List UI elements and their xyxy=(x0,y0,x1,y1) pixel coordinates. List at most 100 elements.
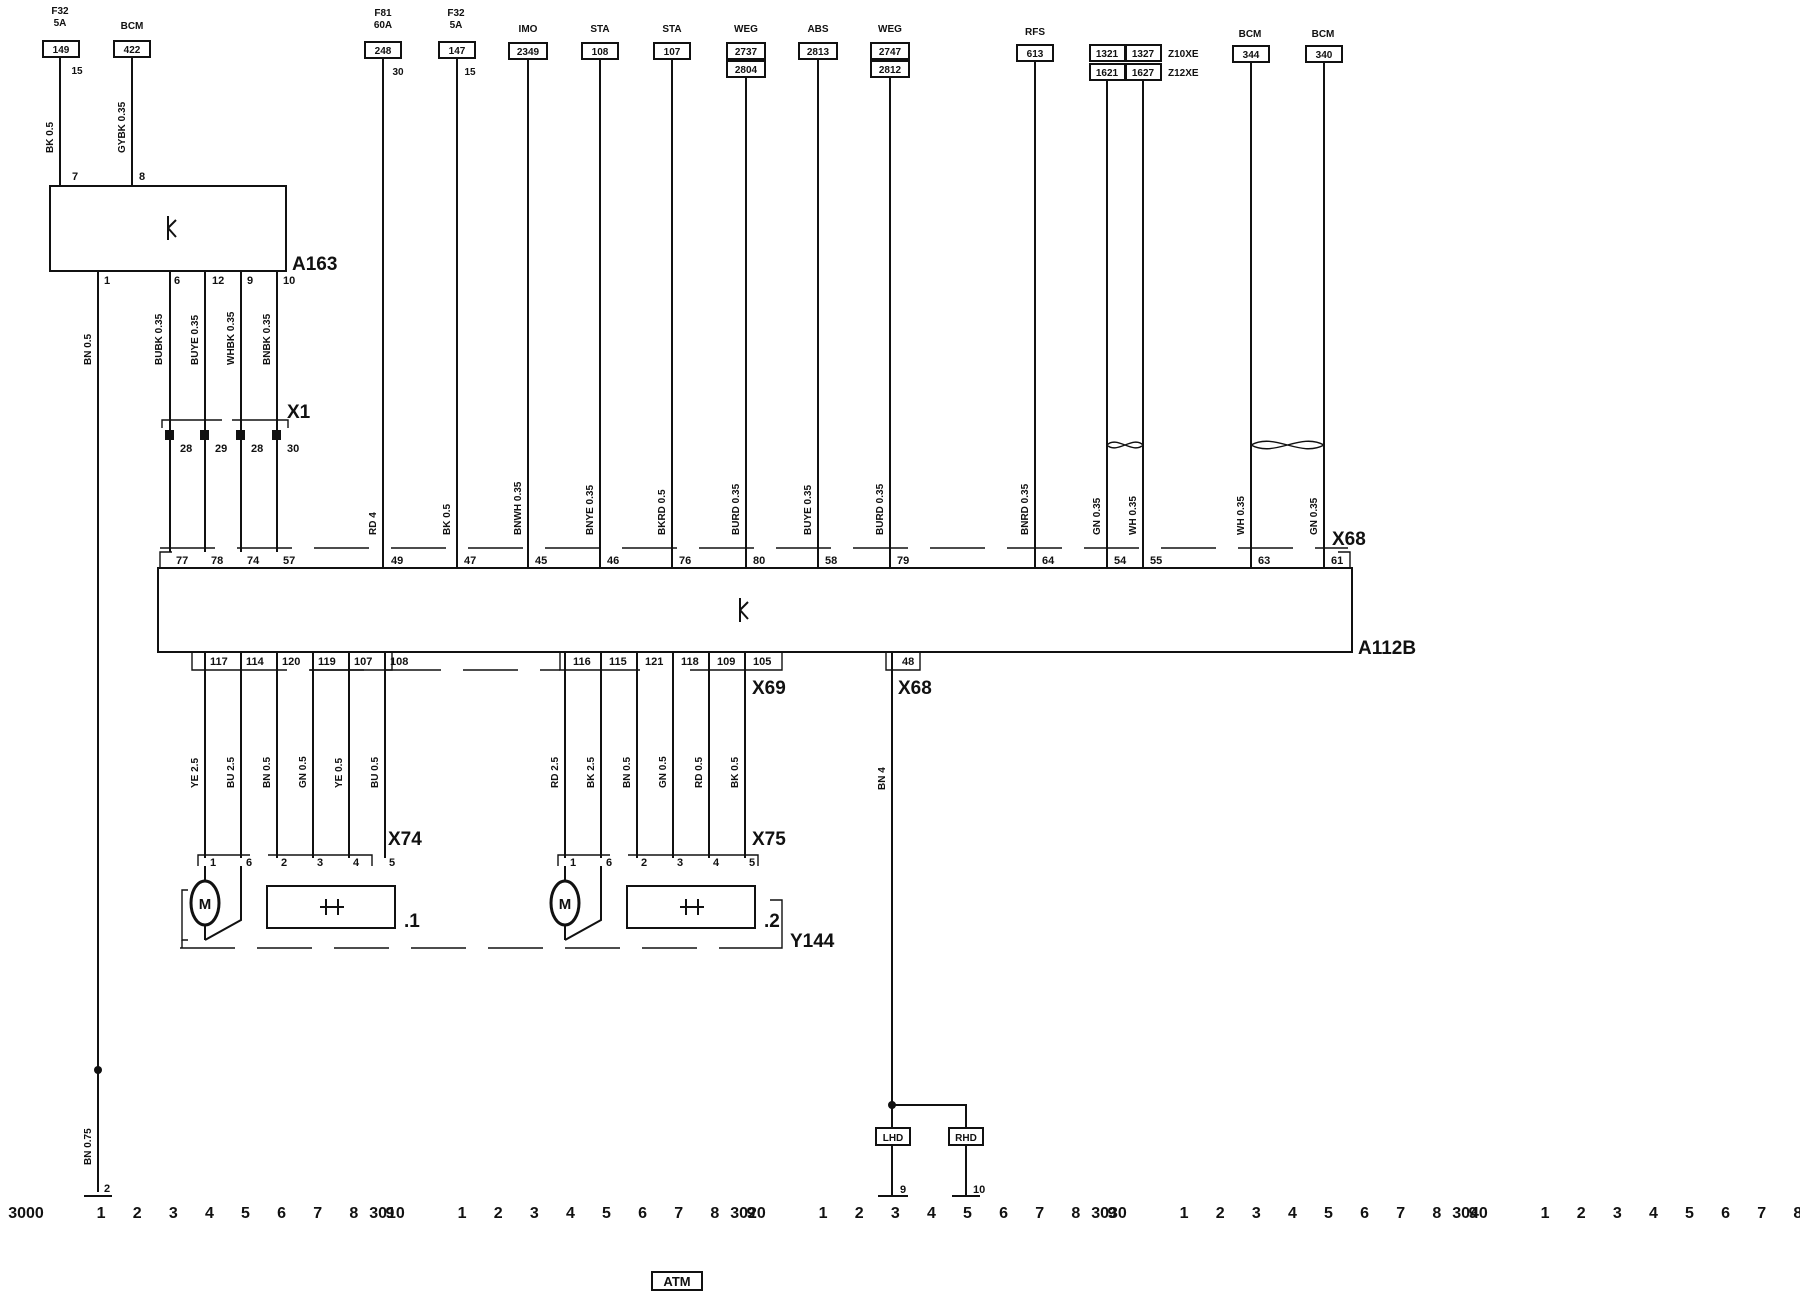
ref-box-number: 107 xyxy=(664,47,681,58)
motor-return-wire xyxy=(564,866,602,941)
motor-icon xyxy=(189,879,221,927)
ref-box-number: 248 xyxy=(375,46,392,57)
ref-box-number: 2804 xyxy=(735,65,758,76)
grid-axis-label: 6 xyxy=(1360,1205,1369,1222)
atm-label: ATM xyxy=(663,1274,690,1289)
pin-label: 114 xyxy=(246,656,265,668)
pin-label: 6 xyxy=(606,857,612,869)
ref-label: STA xyxy=(590,24,609,35)
a112b-label: A112B xyxy=(1358,638,1416,659)
ref-sta-108: STA 108 xyxy=(581,24,619,60)
ref-box-number: 2812 xyxy=(879,65,902,76)
ref-label: STA xyxy=(662,24,681,35)
pin-label: 4 xyxy=(353,857,360,869)
x1-label: X1 xyxy=(287,402,311,423)
grid-axis-label: 3 xyxy=(169,1205,178,1222)
pin-label: 74 xyxy=(247,555,260,567)
twisted-pair-icon xyxy=(1106,441,1144,449)
lhd-rhd-branch: LHD RHD 9 10 xyxy=(875,1101,985,1197)
grid-axis-label: 7 xyxy=(674,1205,683,1222)
engine-code: Z10XE xyxy=(1168,49,1199,60)
ref-box-number: 108 xyxy=(592,47,609,58)
grid-axis-label: 1 xyxy=(458,1205,467,1222)
pin-label: 1 xyxy=(104,275,110,287)
ref-label: IMO xyxy=(519,24,538,35)
pin-label: 1 xyxy=(210,857,216,869)
engine-code: Z12XE xyxy=(1168,68,1199,79)
ref-box-number: 2737 xyxy=(735,47,758,58)
splice-dot xyxy=(94,1066,102,1074)
grid-axis-label: 6 xyxy=(999,1205,1008,1222)
connector-x74: X74 1 6 2 3 4 5 xyxy=(197,829,422,869)
ref-imo-2349: IMO 2349 xyxy=(508,24,548,60)
ref-terminal: 15 xyxy=(71,66,83,77)
ref-label: WEG xyxy=(734,24,758,35)
pin-label: 7 xyxy=(72,171,78,183)
grid-axis-label: 3040 xyxy=(1452,1205,1488,1222)
wire-label: YE 0.5 xyxy=(334,758,345,788)
grid-axis-label: 4 xyxy=(566,1205,575,1222)
ref-box-number: 340 xyxy=(1316,50,1333,61)
pin-label: 120 xyxy=(282,656,300,668)
pin-label: 119 xyxy=(318,656,336,668)
ref-box-number: 147 xyxy=(449,46,466,57)
wire-label: GN 0.5 xyxy=(298,756,309,788)
grid-axis-label: 9 xyxy=(746,1205,755,1222)
actuator-y144-2: M .2 xyxy=(549,866,780,941)
ref-f32-149: F32 5A 149 15 xyxy=(42,6,83,77)
ref-label: RFS xyxy=(1025,27,1045,38)
ref-label: F32 xyxy=(447,8,465,19)
ref-label: 60A xyxy=(374,20,392,31)
wire-label: BKRD 0.5 xyxy=(657,489,668,535)
ref-box xyxy=(870,42,910,60)
ref-box-number: 1321 xyxy=(1096,49,1119,60)
connector-x1: X1 28 29 28 30 xyxy=(161,402,311,455)
x1-bracket xyxy=(161,419,289,428)
module-a163: A163 1 6 12 9 10 xyxy=(49,185,337,287)
ref-box xyxy=(113,40,151,58)
x68b-label: X68 xyxy=(898,678,932,699)
wire-label: BU 0.5 xyxy=(370,756,381,788)
x69-label: X69 xyxy=(752,678,786,699)
pin-label: 57 xyxy=(283,555,295,567)
wires-to-a163: BK 0.5 GYBK 0.35 7 8 xyxy=(45,58,145,186)
wire-label: BNBK 0.35 xyxy=(262,313,273,365)
x1-terminal xyxy=(272,430,281,440)
grid-axis-label: 4 xyxy=(1288,1205,1297,1222)
grid-axis-label: 5 xyxy=(241,1205,250,1222)
motor-label: M xyxy=(199,896,212,913)
x75-bracket xyxy=(557,854,759,866)
grid-axis-label: 3020 xyxy=(730,1205,766,1222)
pin-label: 2 xyxy=(104,1183,110,1195)
connector-x68-top: X68 77 78 74 57 49 47 45 46 76 80 58 79 … xyxy=(159,529,1366,568)
wire-label: RD 4 xyxy=(368,512,379,535)
grid-axis-label: 9 xyxy=(1107,1205,1116,1222)
wire-label: BK 0.5 xyxy=(45,121,56,153)
x1-terminal xyxy=(236,430,245,440)
grid-axis-label: 9 xyxy=(1468,1205,1477,1222)
ref-box xyxy=(726,42,766,60)
pin-label: 61 xyxy=(1331,555,1343,567)
pin-label: 2 xyxy=(281,857,287,869)
wire-label: BK 0.5 xyxy=(442,503,453,535)
ref-box-number: 1621 xyxy=(1096,68,1119,79)
x68b-bracket xyxy=(885,652,921,671)
pin-label: 29 xyxy=(215,443,227,455)
pin-label: 1 xyxy=(570,857,576,869)
ref-abs-2813: ABS 2813 xyxy=(798,24,838,60)
grid-axis-label: 5 xyxy=(1685,1205,1694,1222)
wires-to-x68: RD 4 BK 0.5 BNWH 0.35 BNYE 0.35 BKRD 0.5… xyxy=(368,58,1325,568)
twisted-pair-icon xyxy=(1250,440,1325,450)
pin-label: 45 xyxy=(535,555,547,567)
ref-box xyxy=(1125,44,1162,62)
grid-axis-label: 1 xyxy=(1180,1205,1189,1222)
y144-sub-label: .2 xyxy=(764,911,780,932)
pin-label: 12 xyxy=(212,275,224,287)
pin-label: 28 xyxy=(251,443,263,455)
pin-label: 105 xyxy=(753,656,771,668)
grid-axis-label: 6 xyxy=(1721,1205,1730,1222)
wire-label: BUYE 0.35 xyxy=(803,485,814,535)
pin-label: 116 xyxy=(573,656,591,668)
top-reference-boxes: F32 5A 149 15 BCM 422 F81 60A 248 30 F32… xyxy=(42,6,1343,81)
grid-axis-label: 1 xyxy=(819,1205,828,1222)
